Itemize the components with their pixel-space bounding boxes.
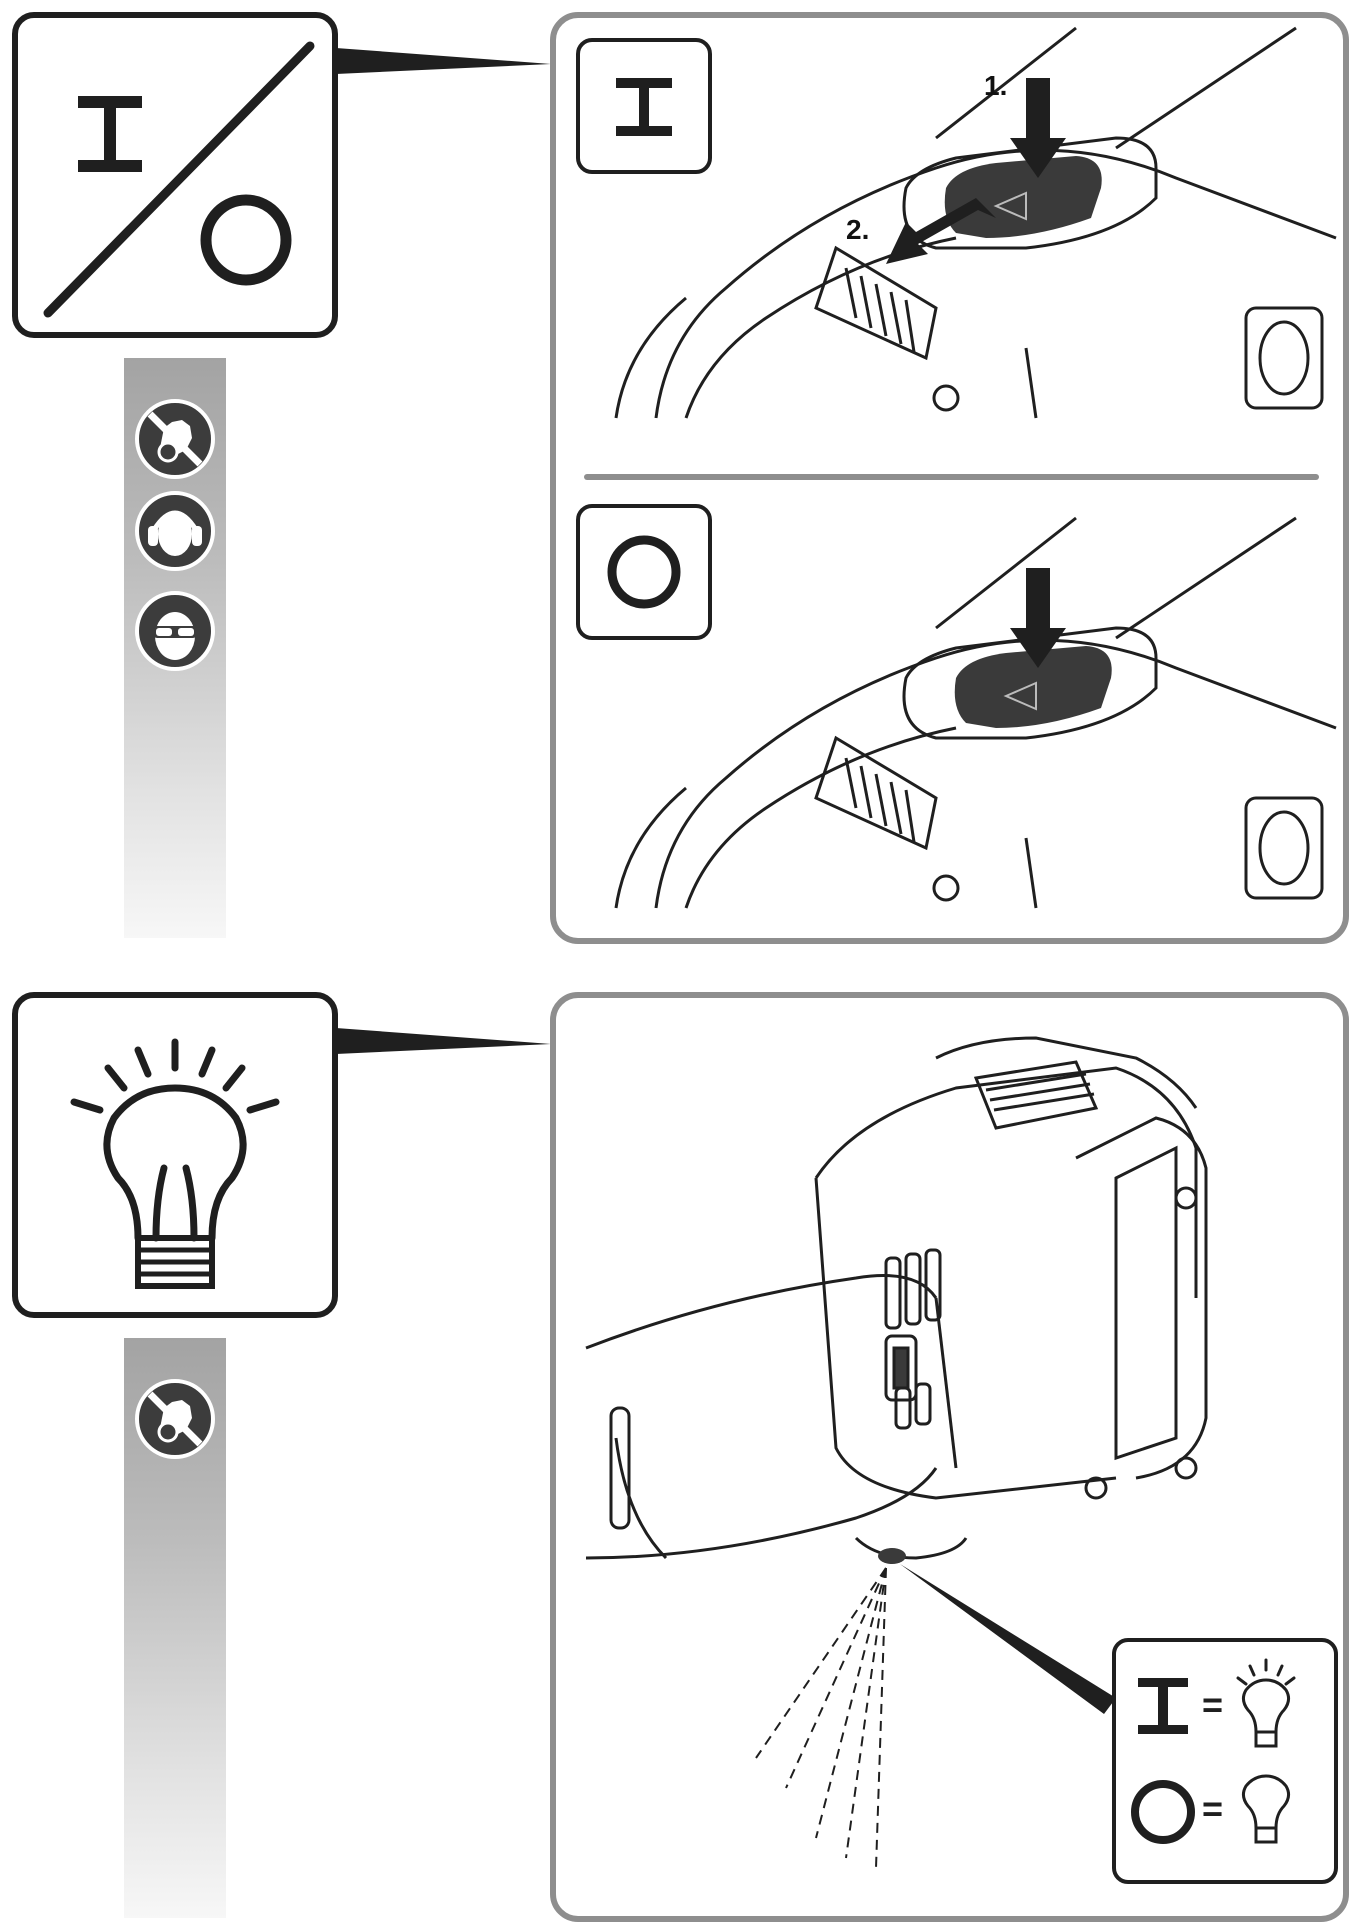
legend-equals-on: = [1202,1684,1224,1725]
on-off-symbol-box [12,12,338,338]
no-gloves-icon [134,1378,216,1460]
tool-work-light-illustration [585,1036,1208,1869]
ppe-strip [124,1338,226,1918]
work-light-panel: = = [550,992,1349,1922]
on-off-icon [43,41,315,318]
callout-pointer [336,1028,551,1054]
no-gloves-icon [134,398,216,480]
panel-divider [584,474,1319,480]
tool-switch-on-illustration [614,26,1337,419]
switch-operation-panel: 1. 2. [550,12,1349,944]
eye-protection-icon [134,590,216,672]
work-light-symbol-box [12,992,338,1318]
ppe-strip [124,358,226,938]
off-icon [607,535,681,609]
callout-pointer [336,48,551,74]
light-off-icon [1241,1774,1291,1844]
light-legend [1131,1658,1296,1844]
on-icon [616,78,672,136]
light-legend-box: = = [1112,1638,1338,1884]
light-on-icon [1236,1658,1296,1748]
legend-equals-off: = [1202,1788,1224,1829]
light-bulb-icon [70,1038,280,1289]
off-symbol-box [576,504,712,640]
ear-protection-icon [134,490,216,572]
on-symbol-box [576,38,712,174]
step-1-label: 1. [984,70,1008,101]
tool-switch-off-illustration [614,516,1337,909]
step-2-label: 2. [846,214,870,245]
